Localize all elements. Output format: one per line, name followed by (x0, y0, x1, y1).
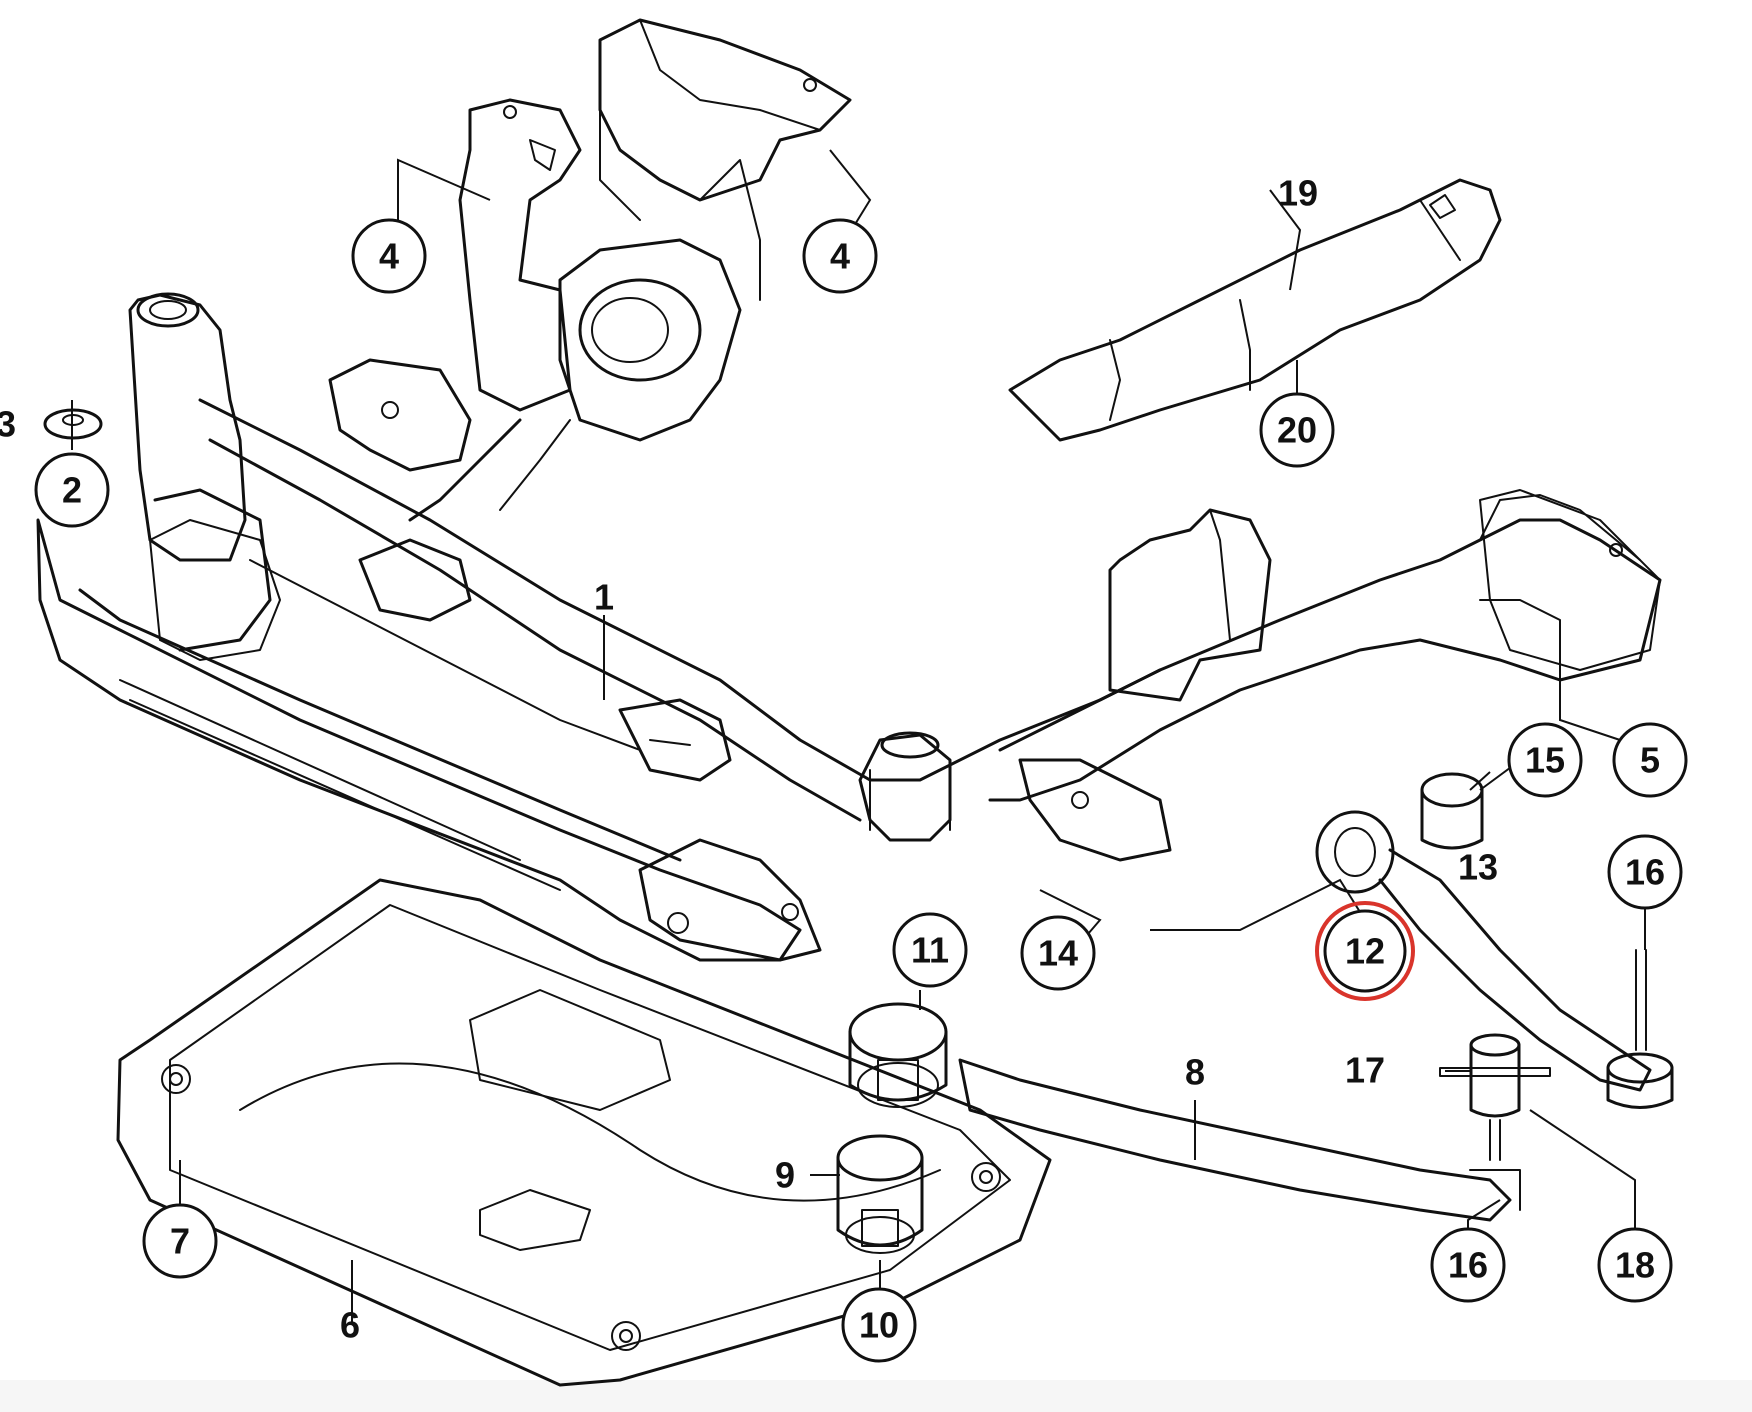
callout-20: 20 (1277, 410, 1317, 451)
front-subframe (36, 292, 1662, 962)
leader-lines (71, 149, 1646, 1325)
callout-12: 12 (1345, 931, 1385, 972)
callout-16b: 16 (1448, 1245, 1488, 1286)
callout-circle-20 (1259, 392, 1335, 468)
thrust-arm-12 (1315, 810, 1674, 1109)
skid-plate (116, 878, 1052, 1387)
callout-9: 9 (775, 1155, 795, 1196)
callout-circle-18 (1597, 1227, 1673, 1303)
callout-13: 13 (1458, 847, 1498, 888)
callout-2: 2 (62, 470, 82, 511)
bushing-9-10 (836, 1134, 924, 1254)
callout-5: 5 (1640, 740, 1660, 781)
callout-10: 10 (859, 1305, 899, 1346)
bushing-11 (848, 1002, 948, 1108)
callout-8: 8 (1185, 1052, 1205, 1093)
callout-1: 1 (594, 577, 614, 618)
callout-circle-4b (802, 218, 878, 294)
callout-circle-15 (1507, 722, 1583, 798)
callout-18: 18 (1615, 1245, 1655, 1286)
callout-circle-2 (34, 452, 110, 528)
callout-19: 19 (1278, 173, 1318, 214)
bushing-13-15 (1420, 772, 1484, 850)
callout-14: 14 (1038, 933, 1078, 974)
right-rear-bracket (1479, 489, 1661, 671)
bottom-strip (0, 1380, 1752, 1412)
callout-7: 7 (170, 1221, 190, 1262)
highlight-ring (1315, 901, 1415, 1001)
callout-circle-11 (892, 912, 968, 988)
callout-3: 3 (0, 404, 16, 445)
callout-circle-10 (841, 1287, 917, 1363)
callout-circle-5 (1612, 722, 1688, 798)
heat-shield (1008, 178, 1502, 442)
callout-circle-16b (1430, 1227, 1506, 1303)
callout-4b: 4 (830, 236, 850, 277)
upper-mount-brackets (408, 18, 852, 522)
callout-17: 17 (1345, 1050, 1385, 1091)
callout-15: 15 (1525, 740, 1565, 781)
callout-circle-4a (351, 218, 427, 294)
callout-6: 6 (340, 1305, 360, 1346)
callout-11: 11 (911, 930, 949, 971)
ball-joint (1439, 1033, 1551, 1161)
callout-circle-14 (1020, 915, 1096, 991)
lower-control-arm (958, 1058, 1521, 1222)
callout-16a: 16 (1625, 852, 1665, 893)
callout-circle-7 (142, 1203, 218, 1279)
callout-4a: 4 (379, 236, 399, 277)
callout-circle-12 (1323, 909, 1407, 993)
callout-circle-16a (1607, 834, 1683, 910)
